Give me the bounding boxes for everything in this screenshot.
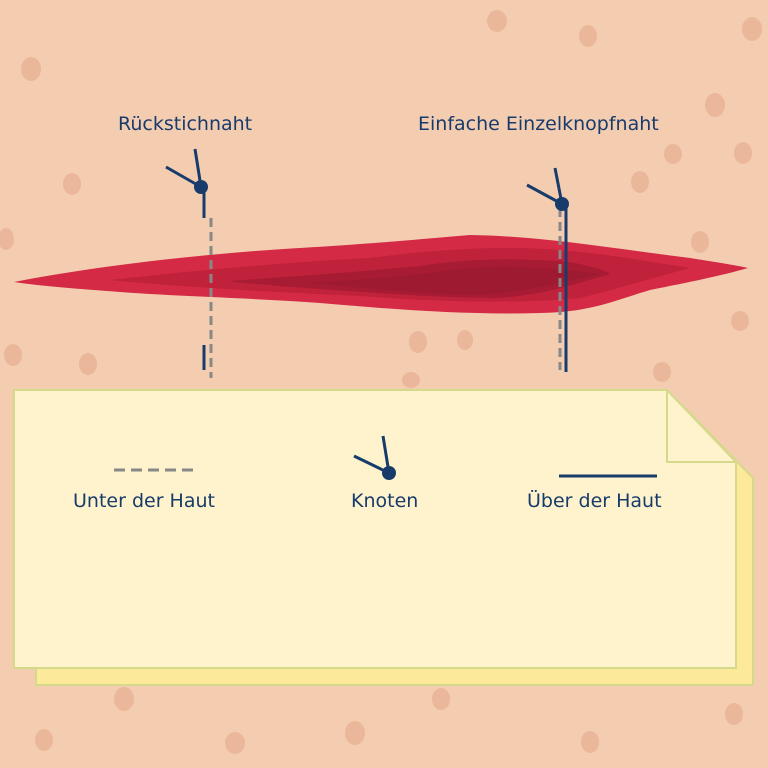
back-stitch-knot — [194, 180, 208, 194]
legend-note-front-sheet — [13, 389, 737, 669]
legend-note — [13, 389, 754, 686]
simple-interrupted-label: Einfache Einzelknopfnaht — [418, 113, 659, 135]
simple-interrupted-suture — [526, 167, 569, 372]
legend-under-skin-label: Unter der Haut — [73, 490, 215, 512]
legend-note-folded-corner — [666, 389, 737, 463]
skin-spots — [0, 10, 762, 754]
legend-knot-label: Knoten — [351, 490, 419, 512]
legend-knot-icon — [382, 466, 396, 480]
simple-suture-knot — [555, 197, 569, 211]
legend-over-skin-label: Über der Haut — [527, 490, 662, 512]
wound — [14, 235, 748, 314]
back-stitch-label: Rückstichnaht — [118, 113, 253, 135]
back-stitch-suture — [165, 148, 213, 378]
legend-symbols — [114, 435, 657, 480]
